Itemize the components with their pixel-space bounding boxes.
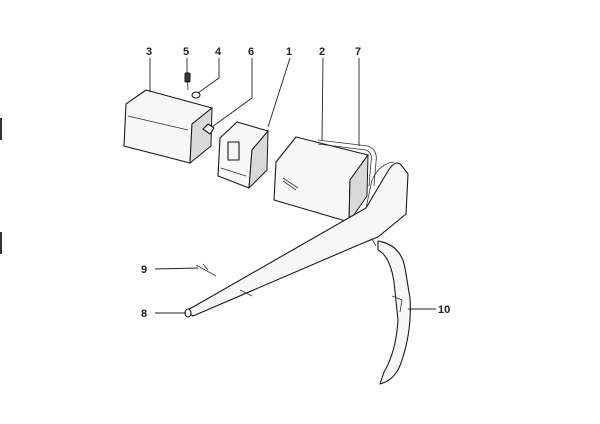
callout-10: 10 xyxy=(438,304,450,316)
part-4-washer xyxy=(191,91,201,99)
callout-labels: 1 2 3 4 5 6 7 8 9 10 xyxy=(141,46,450,320)
callout-3: 3 xyxy=(146,46,152,58)
leader-lines xyxy=(149,57,436,314)
callout-8: 8 xyxy=(141,308,147,320)
part-1-bracket xyxy=(217,121,269,190)
callout-2: 2 xyxy=(319,46,325,58)
part-5-screw xyxy=(184,72,191,91)
callout-4: 4 xyxy=(215,46,222,58)
callout-9: 9 xyxy=(141,264,147,276)
callout-6: 6 xyxy=(248,46,254,58)
callout-7: 7 xyxy=(355,46,361,58)
part-3-cover-plate xyxy=(123,89,213,165)
callout-1: 1 xyxy=(286,46,292,58)
callout-5: 5 xyxy=(183,46,189,58)
part-9-pin xyxy=(195,263,217,277)
part-7-rod xyxy=(317,139,377,187)
left-edge-mark-top xyxy=(0,118,2,140)
part-10-guard xyxy=(377,240,411,385)
part-6-clip xyxy=(202,123,215,135)
left-edge-mark-bottom xyxy=(0,232,2,254)
part-2-housing xyxy=(273,136,369,224)
part-8-arm xyxy=(184,161,409,318)
